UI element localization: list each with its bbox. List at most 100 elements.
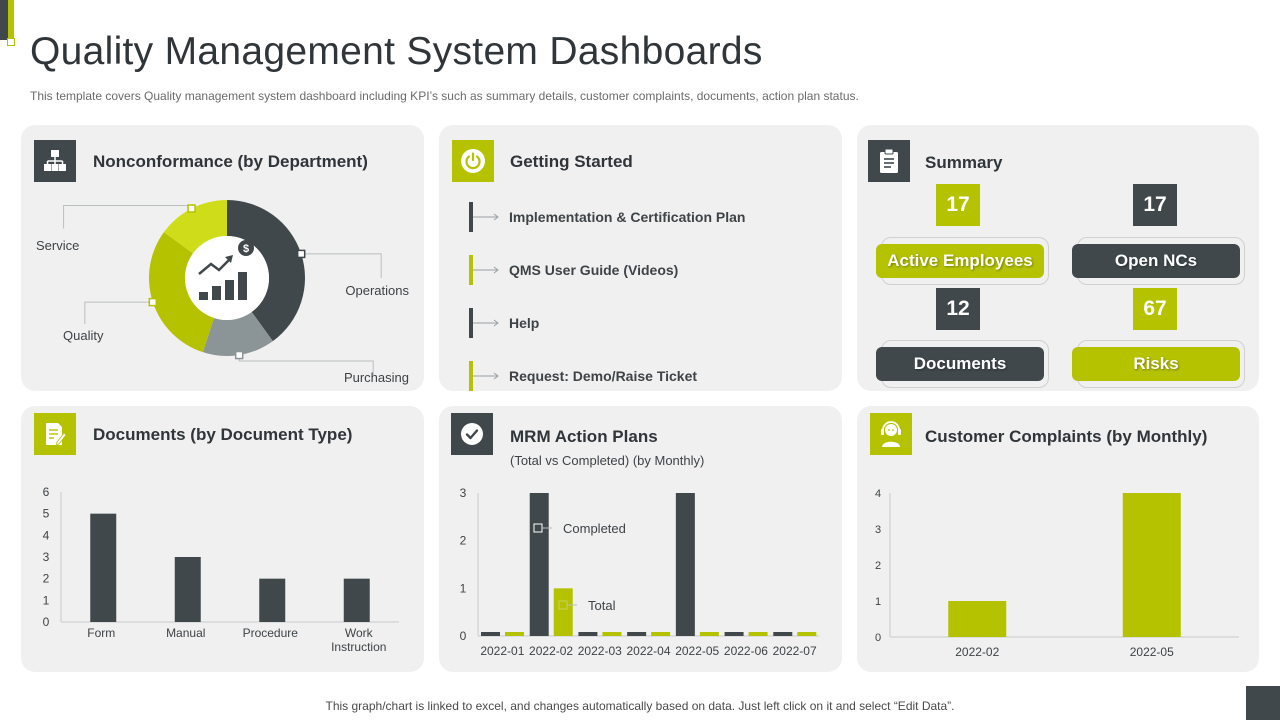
- document-edit-icon: [34, 413, 76, 455]
- pie-label-service: Service: [36, 238, 79, 253]
- callout-marker: [148, 297, 158, 307]
- bar-completed-2022-05: [675, 493, 695, 636]
- series-label-total: Total: [588, 598, 616, 613]
- x-tick-label: Instruction: [331, 640, 386, 654]
- risks-card[interactable]: Risks: [1072, 340, 1245, 388]
- getting-started-item-label: Help: [509, 315, 540, 331]
- x-tick-label: 2022-05: [675, 644, 719, 658]
- active-employees-count: 17: [936, 184, 980, 226]
- getting-started-panel: Getting Started Implementation & Certifi…: [439, 125, 842, 391]
- pie-slice-service: [163, 200, 227, 254]
- icon-bar: [225, 280, 234, 300]
- nonconformance-panel: Nonconformance (by Department) Operation…: [21, 125, 424, 391]
- y-tick-label: 2: [43, 572, 50, 586]
- item-marker: [469, 361, 473, 391]
- summary-panel: Summary 17 Active Employees 17 Open NCs …: [857, 125, 1259, 391]
- power-icon: [452, 140, 494, 182]
- callout-marker: [234, 350, 244, 360]
- y-tick-label: 1: [875, 596, 881, 608]
- bar-completed-2022-04: [627, 632, 647, 636]
- getting-started-item[interactable]: Request: Demo/Raise Ticket: [469, 361, 697, 391]
- x-tick-label: 2022-04: [626, 644, 670, 658]
- pie-slice-quality: [148, 232, 215, 353]
- bar-total-2022-04: [651, 632, 671, 636]
- icon-coin: [238, 240, 254, 256]
- y-tick-label: 6: [43, 485, 50, 499]
- open-ncs-card[interactable]: Open NCs: [1072, 237, 1245, 285]
- clipboard-icon: [868, 140, 910, 182]
- bar-form: [90, 513, 117, 622]
- x-tick-label: Manual: [166, 626, 205, 640]
- pie-label-quality: Quality: [63, 328, 104, 343]
- complaints-title: Customer Complaints (by Monthly): [925, 427, 1208, 446]
- icon-bar: [212, 286, 221, 300]
- arrow-right-icon: [473, 266, 499, 274]
- bar-manual: [174, 557, 201, 622]
- x-tick-label: 2022-05: [1130, 645, 1174, 659]
- getting-started-item-label: QMS User Guide (Videos): [509, 262, 679, 278]
- corner-accent-tick: [8, 0, 14, 40]
- getting-started-item[interactable]: Help: [469, 308, 539, 338]
- active-employees-label: Active Employees: [876, 244, 1044, 278]
- getting-started-item[interactable]: Implementation & Certification Plan: [469, 202, 745, 232]
- bar-completed-2022-06: [724, 632, 744, 636]
- callout-line: [84, 301, 153, 325]
- nonconformance-title: Nonconformance (by Department): [93, 152, 368, 171]
- getting-started-item[interactable]: QMS User Guide (Videos): [469, 255, 678, 285]
- item-marker: [469, 255, 473, 285]
- page-title: Quality Management System Dashboards: [30, 30, 763, 73]
- y-tick-label: 4: [875, 488, 881, 500]
- getting-started-item-label: Request: Demo/Raise Ticket: [509, 368, 698, 384]
- x-tick-label: Procedure: [243, 626, 299, 640]
- x-tick-label: 2022-02: [955, 645, 999, 659]
- icon-trend-line: [198, 257, 232, 275]
- bar-2022-05: [1122, 493, 1181, 637]
- icon-dollar-glyph: $: [243, 243, 249, 255]
- risks-label: Risks: [1072, 347, 1240, 381]
- org-hierarchy-icon: [34, 140, 76, 182]
- pie-label-operations: Operations: [345, 283, 409, 298]
- risks-count: 67: [1133, 288, 1177, 330]
- y-tick-label: 3: [460, 486, 467, 500]
- bar-completed-2022-01: [481, 632, 500, 636]
- item-marker: [469, 308, 473, 338]
- pie-slice-purchasing: [202, 311, 273, 356]
- bar-total-2022-01: [505, 632, 524, 636]
- documents-card[interactable]: Documents: [876, 340, 1049, 388]
- x-tick-label: 2022-03: [578, 644, 622, 658]
- customer-support-icon: [870, 413, 912, 455]
- icon-bar: [238, 272, 247, 300]
- page-subtitle: This template covers Quality management …: [30, 89, 859, 103]
- open-ncs-count: 17: [1133, 184, 1177, 226]
- getting-started-item-label: Implementation & Certification Plan: [509, 209, 746, 225]
- x-tick-label: 2022-07: [773, 644, 817, 658]
- active-employees-card[interactable]: Active Employees: [876, 237, 1049, 285]
- bar-2022-02: [948, 601, 1007, 637]
- bar-total-2022-07: [797, 632, 817, 636]
- y-tick-label: 3: [875, 524, 881, 536]
- bar-completed-2022-03: [578, 632, 598, 636]
- bar-total-2022-05: [699, 632, 719, 636]
- summary-title: Summary: [925, 153, 1003, 172]
- mrm-panel: MRM Action Plans (Total vs Completed) (b…: [439, 406, 842, 672]
- y-tick-label: 1: [460, 581, 467, 595]
- documents-title: Documents (by Document Type): [93, 425, 353, 444]
- y-tick-label: 0: [43, 615, 50, 629]
- arrow-right-icon: [473, 319, 499, 327]
- bar-total-2022-06: [748, 632, 768, 636]
- item-marker: [469, 202, 473, 232]
- y-tick-label: 3: [43, 550, 50, 564]
- bar-completed-2022-02: [529, 493, 549, 636]
- mrm-subtitle: (Total vs Completed) (by Monthly): [510, 453, 705, 468]
- getting-started-title: Getting Started: [510, 152, 633, 171]
- bar-total-2022-03: [602, 632, 622, 636]
- pie-label-purchasing: Purchasing: [344, 370, 409, 385]
- y-tick-label: 0: [875, 632, 881, 644]
- corner-accent-square: [7, 38, 15, 46]
